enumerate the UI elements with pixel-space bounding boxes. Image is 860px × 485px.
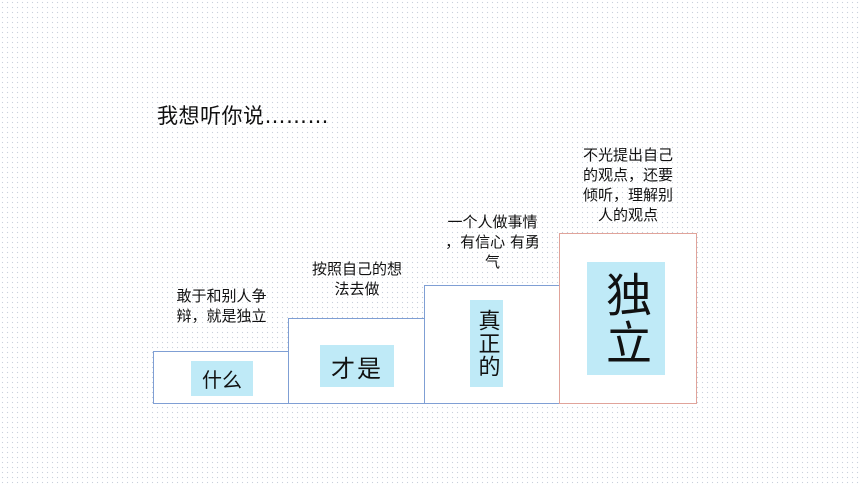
caption-line: ，有信心 有勇 bbox=[445, 233, 540, 251]
page-title: 我想听你说……… bbox=[157, 104, 329, 128]
step-label-4-text: 独立 bbox=[599, 270, 653, 367]
step-caption-2: 按照自己的想 法去做 bbox=[290, 259, 424, 299]
caption-line: 法去做 bbox=[334, 280, 380, 298]
step-caption-1: 敢于和别人争 辩，就是独立 bbox=[155, 286, 288, 326]
caption-line: 一个人做事情 bbox=[447, 213, 538, 231]
caption-line: 人的观点 bbox=[597, 206, 658, 224]
step-caption-3: 一个人做事情 ，有信心 有勇 气 bbox=[426, 212, 559, 272]
caption-line: 按照自己的想 bbox=[311, 260, 402, 278]
caption-line: 不光提出自己 bbox=[582, 146, 673, 164]
caption-line: 的观点，还要 bbox=[582, 166, 673, 184]
step-label-4: 独立 bbox=[587, 262, 665, 375]
step-label-2: 才是 bbox=[320, 345, 394, 387]
step-label-3: 真正的 bbox=[470, 300, 503, 387]
step-label-1: 什么 bbox=[191, 361, 253, 396]
caption-line: 辩，就是独立 bbox=[176, 307, 267, 325]
caption-line: 敢于和别人争 bbox=[176, 287, 267, 305]
step-caption-4: 不光提出自己 的观点，还要 倾听，理解别 人的观点 bbox=[561, 145, 695, 225]
step-label-3-text: 真正的 bbox=[474, 309, 500, 378]
caption-line: 气 bbox=[484, 253, 500, 271]
caption-line: 倾听，理解别 bbox=[582, 186, 673, 204]
